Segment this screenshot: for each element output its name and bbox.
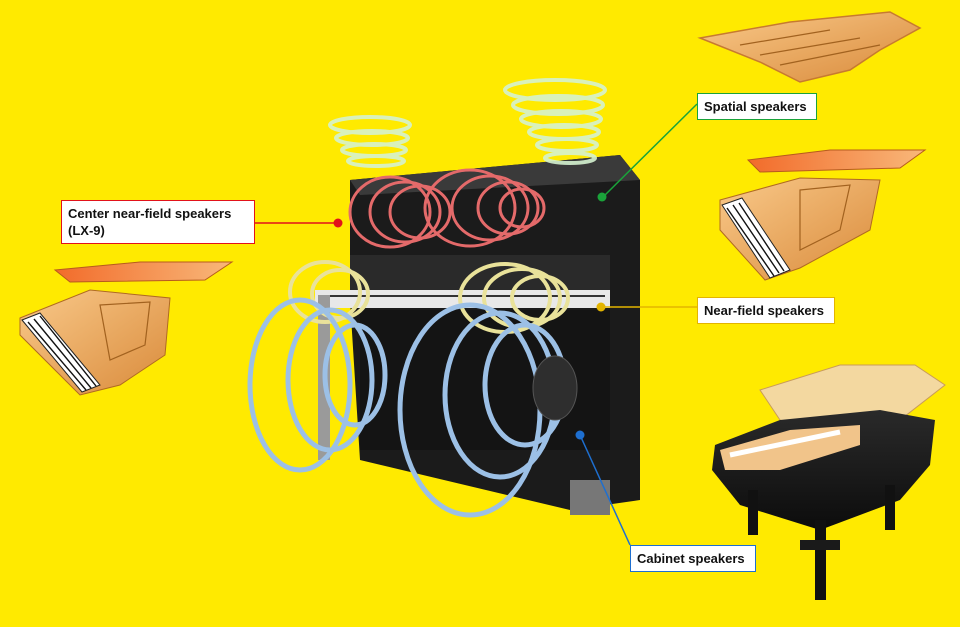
grand-piano-frame-top-icon bbox=[697, 11, 922, 83]
center-nearfield-sound-waves bbox=[348, 168, 546, 249]
cabinet-speaker-cone bbox=[532, 355, 578, 421]
callout-leaders bbox=[255, 103, 698, 546]
spatial-sound-waves bbox=[328, 78, 607, 168]
grand-piano-open-right-icon bbox=[719, 149, 927, 281]
center-nearfield-speakers-label: Center near-field speakers (LX-9) bbox=[61, 200, 255, 244]
grand-piano-bottom-right-icon bbox=[712, 364, 946, 600]
grand-piano-open-left-icon bbox=[19, 261, 234, 396]
spatial-speakers-label: Spatial speakers bbox=[697, 93, 817, 120]
cabinet-speakers-label: Cabinet speakers bbox=[630, 545, 756, 572]
cabinet-sound-waves bbox=[247, 297, 568, 518]
nearfield-speakers-label: Near-field speakers bbox=[697, 297, 835, 324]
